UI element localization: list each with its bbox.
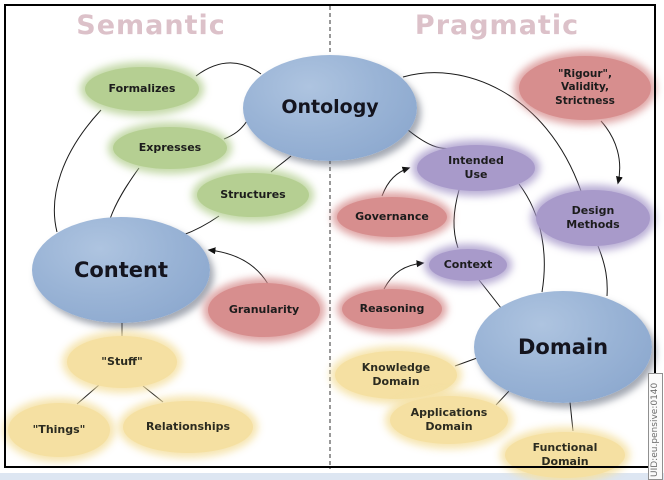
edge-structures-ontology	[270, 155, 292, 173]
node-relationships: Relationships	[123, 401, 253, 453]
node-intended-use: Intended Use	[417, 145, 535, 191]
uid-label: UID:eu.pensive:0140	[648, 373, 663, 480]
edge-expresses-content	[109, 167, 140, 220]
edge-applications-domain	[495, 389, 511, 406]
edge-knowledge-domain	[454, 357, 478, 367]
edge-granularity-content	[207, 247, 269, 285]
node-functional-domain: Functional Domain	[505, 432, 625, 478]
node-context: Context	[429, 249, 507, 281]
node-content: Content	[32, 217, 210, 323]
edge-rigour-design-methods	[600, 120, 623, 185]
node-granularity: Granularity	[208, 283, 320, 337]
edge-formalizes-ontology	[195, 62, 262, 77]
edge-stuff-things	[76, 384, 100, 405]
node-structures: Structures	[197, 173, 309, 217]
edge-expresses-ontology	[223, 120, 248, 140]
edge-structures-content	[182, 215, 220, 236]
pragmatic-zone-title: Pragmatic	[414, 10, 580, 41]
edge-context-domain	[478, 279, 502, 309]
node-reasoning: Reasoning	[342, 289, 442, 329]
node-formalizes: Formalizes	[85, 67, 199, 111]
node-knowledge-domain: Knowledge Domain	[335, 351, 457, 399]
edge-design-methods-domain	[597, 245, 608, 297]
node-things: "Things"	[8, 403, 110, 457]
bottom-margin-strip	[0, 473, 664, 480]
edge-intended-use-context	[453, 189, 460, 249]
semantic-zone-title: Semantic	[76, 10, 226, 41]
edge-ontology-design-methods	[402, 72, 582, 192]
edge-ontology-intended-use	[407, 129, 453, 149]
node-stuff: "Stuff"	[67, 336, 177, 388]
node-rigour-validity-strictness: "Rigour", Validity, Strictness	[519, 56, 651, 120]
edge-stuff-relationships	[142, 385, 164, 403]
node-domain: Domain	[474, 291, 652, 403]
node-design-methods: Design Methods	[536, 190, 650, 246]
edge-formalizes-content	[53, 109, 102, 233]
node-applications-domain: Applications Domain	[390, 396, 508, 444]
edge-domain-functional	[569, 401, 574, 432]
node-ontology: Ontology	[243, 55, 417, 161]
node-governance: Governance	[337, 197, 447, 237]
edge-intended-use-domain	[518, 183, 545, 293]
edge-reasoning-context	[383, 260, 425, 290]
edge-governance-intended-use	[381, 166, 411, 197]
node-expresses: Expresses	[113, 127, 227, 169]
